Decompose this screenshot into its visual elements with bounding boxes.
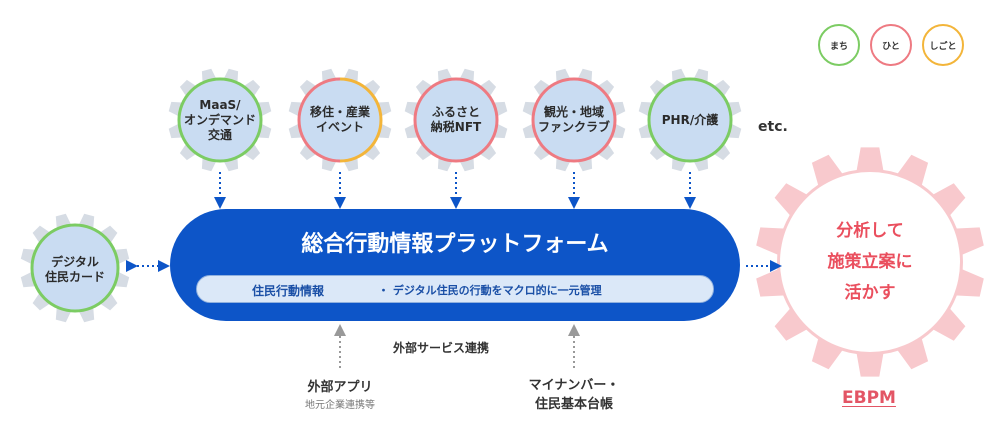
gear-furusato-body <box>414 78 498 162</box>
gear-furusato <box>404 68 508 172</box>
gear-label-phr: PHR/介護 <box>661 112 719 127</box>
gear-label-digital-card: デジタル 住民カード <box>44 255 105 284</box>
gear-migration <box>288 68 392 172</box>
gear-maas <box>168 68 272 172</box>
analysis-text: 分析して 施策立案に 活かす <box>827 221 913 303</box>
gear-digital-card-body <box>31 224 119 312</box>
gear-tourism-body <box>532 78 616 162</box>
gear-phr <box>638 68 742 172</box>
gear-digital-card-ring-0 <box>30 223 120 313</box>
gear-tourism-ring-0 <box>531 77 617 163</box>
gear-maas-body <box>178 78 262 162</box>
gear-label-tourism: 観光・地域 ファンクラブ <box>537 105 610 134</box>
gear-label-migration: 移住・産業 イベント <box>309 105 370 134</box>
external-app-label: 外部アプリ <box>307 380 373 395</box>
gear-ebpm-body <box>780 172 960 352</box>
legend-hito: ひと <box>870 24 912 66</box>
gear-label-furusato: ふるさと 納税NFT <box>430 105 482 134</box>
gear-label-maas: MaaS/ オンデマンド 交通 <box>183 97 256 142</box>
gear-migration-ring-0 <box>339 77 383 163</box>
legend-shigoto: しごと <box>922 24 964 66</box>
info-bar <box>196 275 714 303</box>
info-left-label: 住民行動情報 <box>252 284 325 298</box>
gear-digital-card <box>20 213 130 323</box>
info-right-label: ・ デジタル住民の行動をマクロ的に一元管理 <box>378 284 602 297</box>
gear-phr-body <box>648 78 732 162</box>
gear-tourism <box>522 68 626 172</box>
external-service-label: 外部サービス連携 <box>393 341 490 355</box>
gear-ebpm <box>756 147 984 377</box>
gear-phr-ring-0 <box>647 77 733 163</box>
legend-machi: まち <box>818 24 860 66</box>
mynumber-label: マイナンバー・ 住民基本台帳 <box>528 378 620 412</box>
gear-migration-body <box>298 78 382 162</box>
platform-title: 総合行動情報プラットフォーム <box>301 232 609 257</box>
gear-maas-ring-0 <box>177 77 263 163</box>
ebpm-link[interactable]: EBPM <box>842 388 896 408</box>
gear-migration-ring-1 <box>297 77 341 163</box>
external-app-sub: 地元企業連携等 <box>305 400 375 411</box>
gear-furusato-ring-0 <box>413 77 499 163</box>
etc-label: etc. <box>758 119 788 135</box>
